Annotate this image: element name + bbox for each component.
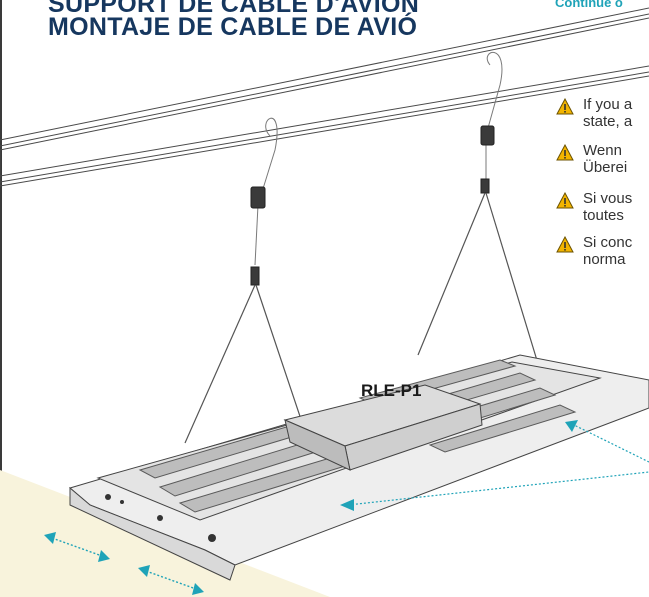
model-label: RLE-P1 [361, 381, 422, 400]
warning-triangle-icon [556, 98, 574, 115]
page-border [0, 0, 2, 597]
suspension-cables [254, 52, 503, 266]
cable-grippers [250, 125, 495, 286]
callout-pointers [347, 423, 649, 506]
ceiling-beam [0, 7, 649, 187]
continue-link[interactable]: Continue o [555, 0, 623, 10]
warning-triangle-icon [556, 144, 574, 161]
title-line-1: SUPPORT DE CÂBLE D'AVION [48, 0, 420, 18]
adjust-arrows [51, 537, 197, 590]
callout-arrows [340, 420, 578, 511]
high-bay-fixture [68, 354, 649, 581]
title-line-2: MONTAJE DE CABLE DE AVIÓ [48, 13, 418, 41]
warning-triangle-icon [556, 192, 574, 209]
warning-triangle-icon [556, 236, 574, 253]
